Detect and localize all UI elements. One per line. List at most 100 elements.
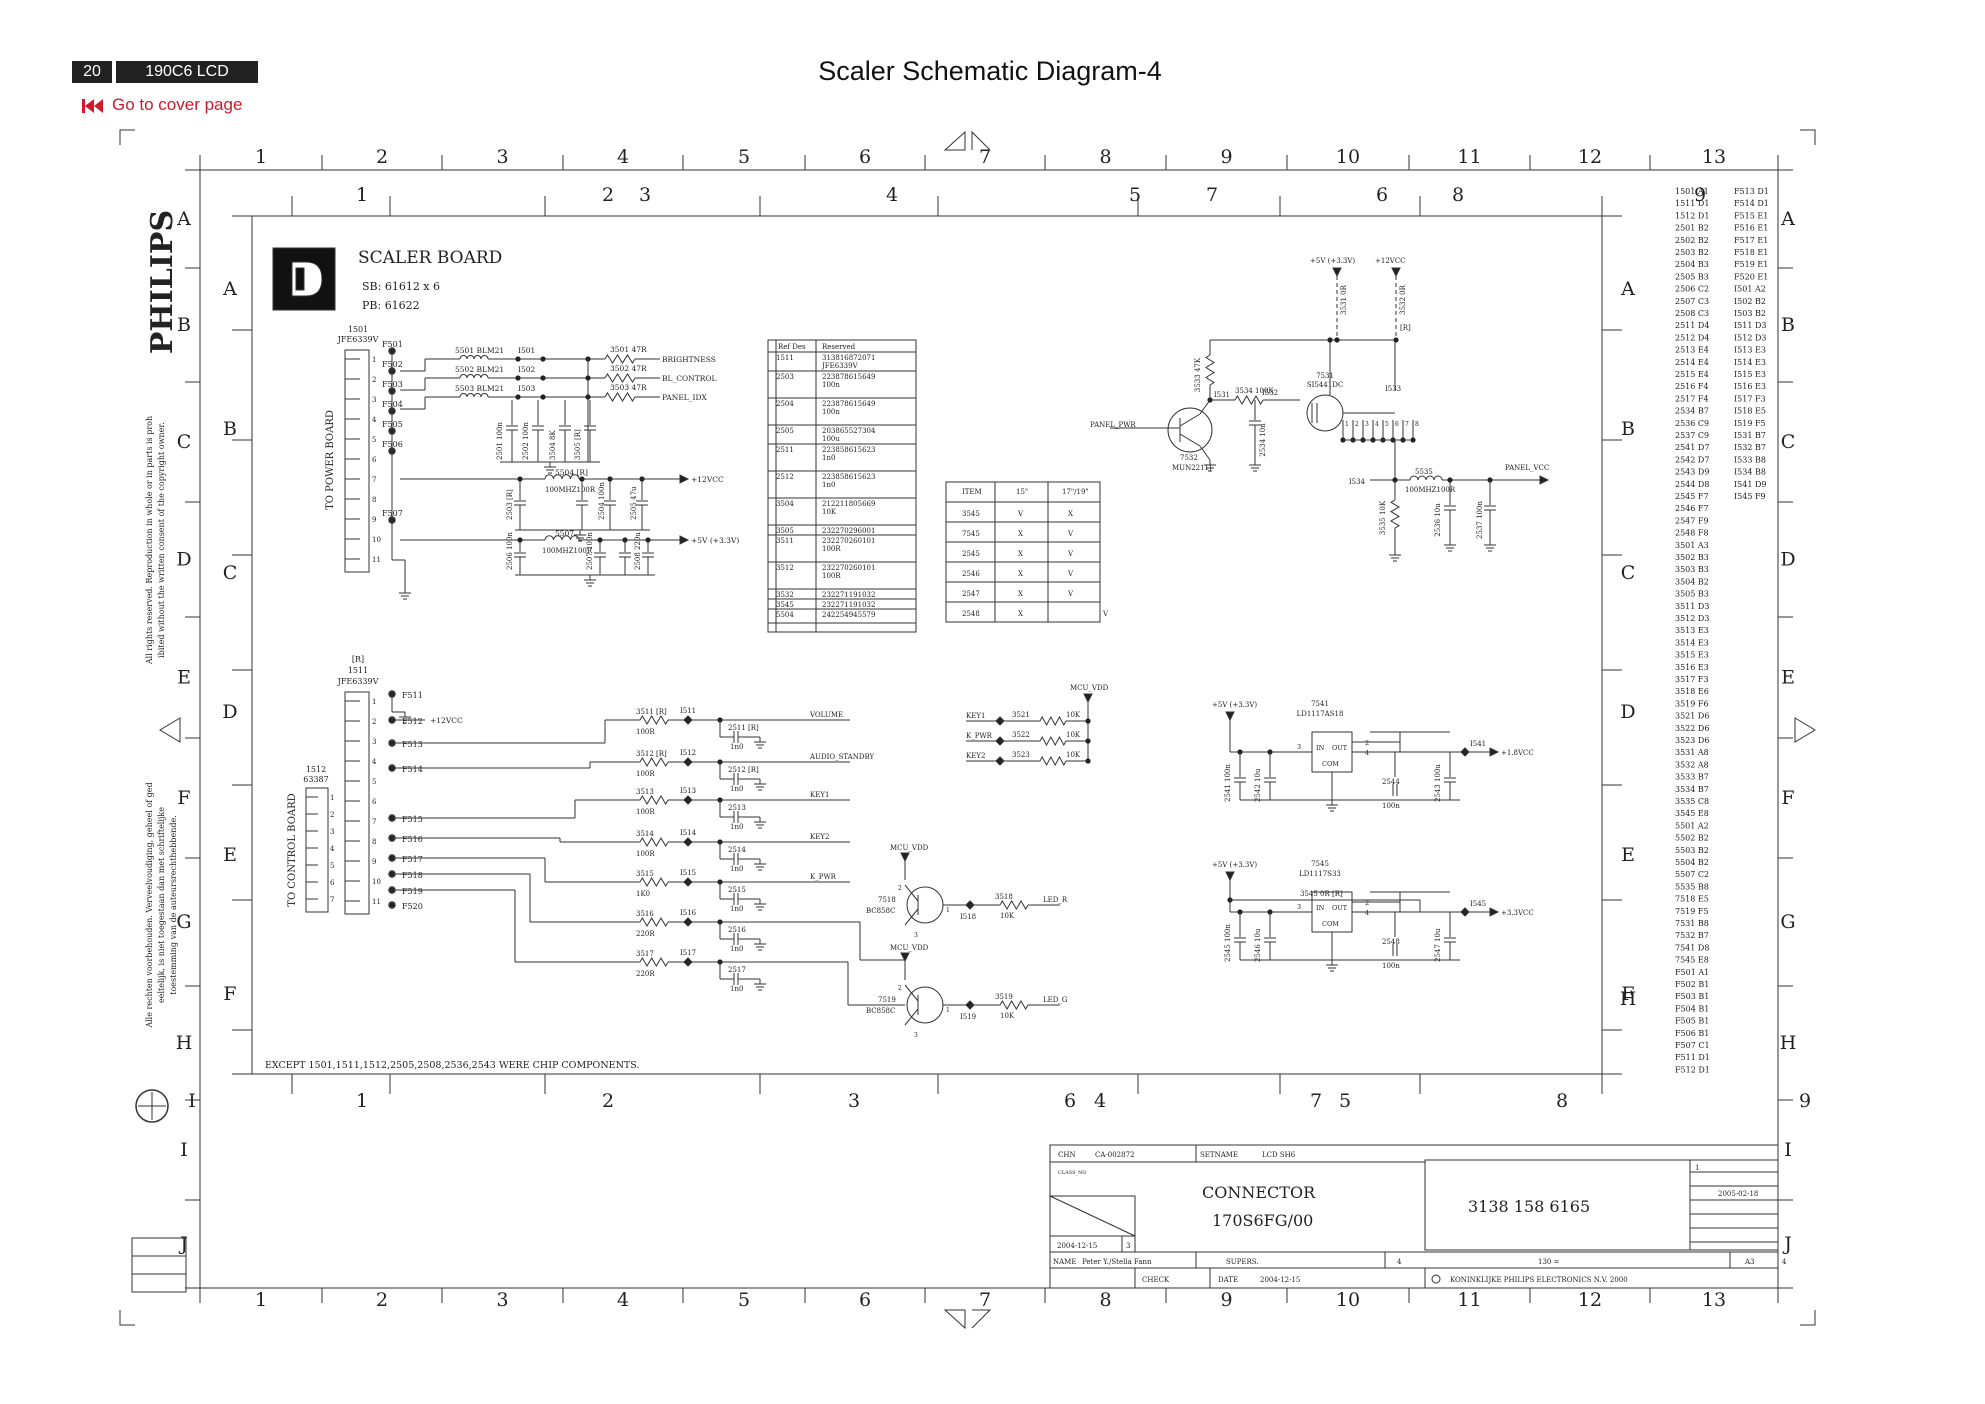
parts-index-entry: 3522 D6 (1675, 724, 1709, 733)
conn-ref: 1511 (348, 666, 368, 675)
mosfet-pin-number: 8 (1415, 421, 1419, 428)
size-table-header: 15" (1016, 488, 1028, 496)
resistor-3517 (639, 957, 669, 967)
grid-row-label: E (1781, 667, 1795, 689)
parts-index-entry: I534 B8 (1734, 468, 1766, 477)
rail-label: +5V (+3.3V) (1310, 257, 1355, 265)
wire (1199, 399, 1211, 415)
net-label: KEY2 (966, 752, 985, 760)
size-table-header: ITEM (962, 488, 982, 496)
inner-row-label: D (1620, 701, 1635, 723)
size-table-cell: V (1067, 590, 1074, 598)
grid-row-label: B (1781, 314, 1795, 336)
resistor-value: 10K (1066, 751, 1081, 759)
copyright-text: Alle rechten voorbehouden. Verveelvoudig… (145, 782, 154, 1028)
parts-index-entry: 2512 D4 (1675, 333, 1709, 342)
cap-label: 2546 10u (1254, 928, 1262, 962)
node-label: I519 (960, 1013, 976, 1021)
board-sb: SB: 61612 x 6 (362, 280, 440, 293)
ref-table-cell: 2505 (776, 427, 794, 435)
bead-label: 5501 BLM21 (455, 346, 504, 355)
parts-index-entry: 3503 B3 (1675, 565, 1709, 574)
ref-table-cell: 2512 (776, 473, 794, 481)
ref-table-cell: 3504 (776, 500, 794, 508)
mosfet-label: 7531 (1316, 372, 1334, 380)
ref-table-cell: 3511 (776, 537, 794, 545)
fuse-label: F514 (402, 765, 423, 774)
resistor-label: 3517 (636, 950, 654, 958)
resistor-3502 (604, 373, 636, 383)
page-title: Scaler Schematic Diagram-4 (818, 56, 1162, 86)
parts-index-entry: F513 D1 (1734, 187, 1769, 196)
resistor-3511 (639, 715, 669, 725)
resistor-value: 100R (636, 728, 655, 736)
title-block-field: A3 (1744, 1258, 1755, 1266)
title-block-field: 3 (1126, 1242, 1130, 1250)
ref-table-cell: 3512 (776, 564, 794, 572)
regulator-label: LD1117S33 (1299, 870, 1341, 878)
cover-link[interactable]: Go to cover page (82, 95, 242, 115)
rail-arrow (1225, 711, 1235, 722)
copyright-text: All rights reserved. Reproduction in who… (145, 416, 154, 665)
parts-index-entry: F514 D1 (1734, 199, 1769, 208)
size-table-cell: 2547 (962, 590, 980, 598)
inner-col-label: 6 (1376, 184, 1388, 206)
cap-label: 2543 100u (1434, 764, 1442, 802)
parts-index-entry: F501 A1 (1675, 968, 1709, 977)
parts-index-entry: 2514 E4 (1675, 358, 1709, 367)
grid-row-label: E (177, 667, 191, 689)
net-label: VOLUME (809, 711, 843, 719)
cap-label: 2548 (1382, 938, 1400, 946)
fuse-label: F501 (382, 340, 403, 349)
cap-value: 1n0 (730, 985, 743, 993)
model-badge: 190C6 LCD (116, 61, 258, 83)
node-label: I541 (1470, 740, 1486, 748)
connector-pin-number: 2 (330, 811, 334, 819)
transistor-pin: 3 (914, 1032, 918, 1039)
junction-dot (1085, 758, 1091, 764)
net-label: BL_CONTROL (662, 374, 716, 383)
parts-index-entry: 2505 B3 (1675, 272, 1709, 281)
title-block-field: DATE (1218, 1276, 1238, 1284)
parts-index-entry: 5504 B2 (1675, 858, 1709, 867)
choke-5504 (544, 474, 580, 480)
grid-col-label: 11 (1457, 146, 1481, 168)
size-table-header: 17"/19" (1062, 488, 1089, 496)
resistor-label: 3535 10K (1379, 500, 1387, 535)
resistor-label: 3514 (636, 830, 654, 838)
mosfet-label: SI5441DC (1307, 381, 1343, 389)
resistor-3523 (1039, 755, 1067, 767)
net-label: K_PWR (810, 873, 837, 881)
inner-col-label: 5 (1129, 184, 1141, 206)
inner-col-label: 4 (886, 184, 898, 206)
parts-index-entry: F502 B1 (1675, 980, 1709, 989)
drawing-frame (119, 129, 1816, 1330)
title-block-field: 2004-12-15 (1260, 1276, 1300, 1284)
regulator-label: 7541 (1311, 700, 1329, 708)
resistor-value: 10K (1066, 711, 1081, 719)
mosfet-pin-number: 7 (1405, 421, 1409, 428)
net-label: LED_R (1043, 896, 1068, 904)
parts-index-entry: I511 D3 (1734, 321, 1766, 330)
fuse-label: F518 (402, 871, 423, 880)
resistor-3512 (639, 757, 669, 767)
control-connector (344, 691, 370, 915)
mosfet-pin-number: 2 (1355, 421, 1359, 428)
choke-label: 5507 (555, 529, 574, 538)
cap-label: 2544 (1382, 778, 1400, 786)
cap-value: 100n (1382, 802, 1400, 810)
cap-label: 2511 [R] (728, 724, 759, 732)
parts-index-entry: F512 D1 (1675, 1065, 1710, 1074)
cap-label: 2542 10u (1254, 768, 1262, 802)
rail-label: +5V (+3.3V) (1212, 701, 1257, 709)
net-label: KEY1 (810, 791, 829, 799)
cap-label: 2503 [R] (506, 489, 514, 520)
fuse-label: F516 (402, 835, 423, 844)
transistor-label: BC858C (866, 1007, 895, 1015)
size-table-cell: V (1067, 550, 1074, 558)
title-block-doc-box (1424, 1159, 1779, 1251)
cap-label: 2507 100n (586, 532, 594, 570)
bead-5501 (459, 355, 489, 360)
resistor-3522 (1039, 735, 1067, 747)
